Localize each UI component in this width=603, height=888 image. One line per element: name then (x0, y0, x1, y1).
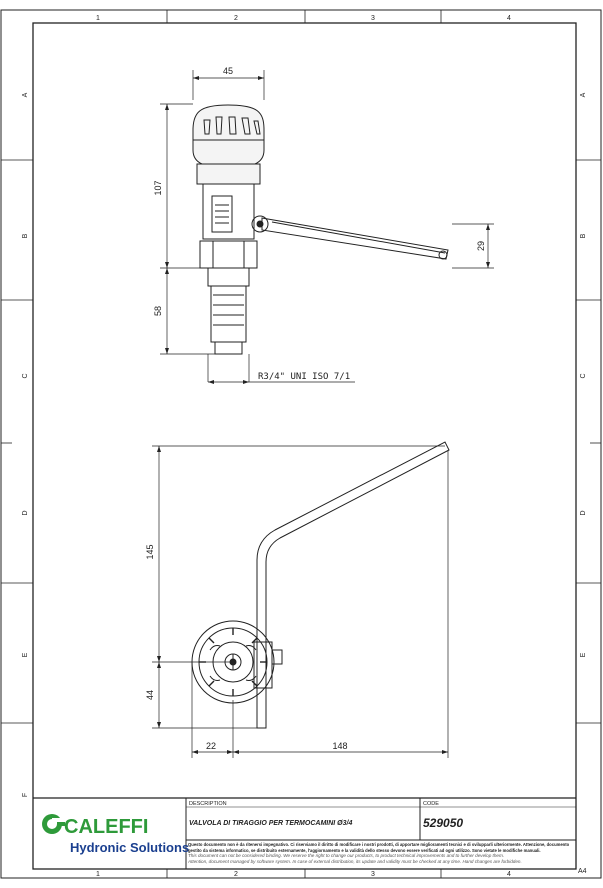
zone-number-top-1: 1 (96, 15, 100, 22)
zone-ticks (1, 10, 601, 878)
zone-number-top-2: 2 (234, 15, 238, 22)
legal-note-italian: Questo documento non è da ritenersi impe… (188, 842, 570, 853)
sheet-size-label: A4 (578, 868, 587, 875)
zone-letter-left-b: B (22, 233, 29, 238)
dim-front-small-height-label: 44 (145, 690, 155, 700)
title-block-frame (33, 797, 577, 869)
inner-frame (32, 22, 577, 870)
thread-collar (207, 267, 250, 287)
legal-note-english-2: Attention, document managed by software … (188, 858, 522, 864)
threaded-stem (210, 285, 247, 343)
legal-note-english-1: This document can not be considered bind… (188, 853, 505, 859)
knob-slot (253, 120, 261, 135)
top-dimension-arrows (165, 76, 490, 384)
valve-front-view (191, 441, 450, 729)
knob-slot (228, 116, 237, 135)
code-value: 529050 (423, 816, 463, 830)
bent-handle-rod (256, 441, 450, 729)
valve-body (202, 183, 255, 240)
bottom-dimension-lines (152, 445, 449, 758)
knob-slot (203, 119, 211, 135)
hex-nut (199, 240, 258, 269)
knob-cap (192, 104, 265, 165)
dim-front-height-label: 145 (145, 544, 155, 559)
zone-letter-right-e: E (580, 652, 587, 657)
knob-base (196, 163, 261, 185)
thread-spec-label: R3/4" UNI ISO 7/1 (258, 372, 350, 382)
zone-letter-right-b: B (580, 233, 587, 238)
outer-frame (0, 9, 602, 879)
brand-tagline: Hydronic Solutions (70, 840, 189, 855)
dim-front-right-width-label: 148 (332, 741, 347, 751)
handle-tip (438, 250, 448, 260)
zone-number-bottom-3: 3 (371, 871, 375, 878)
zone-letter-left-a: A (22, 92, 29, 97)
zone-number-top-4: 4 (507, 15, 511, 22)
code-label: CODE (423, 801, 439, 807)
stem-tip (214, 341, 243, 355)
zone-number-bottom-4: 4 (507, 871, 511, 878)
zone-letter-left-f: F (22, 793, 29, 797)
valve-side-view (192, 104, 449, 355)
dim-width-label: 45 (223, 66, 233, 76)
knob-slot (215, 116, 223, 135)
zone-letter-right-d: D (580, 510, 587, 515)
pivot-cap (271, 649, 283, 665)
caleffi-logo (42, 814, 65, 834)
legal-notes: Questo documento non è da ritenersi impe… (188, 842, 573, 868)
brand-name: CALEFFI (64, 816, 148, 838)
zone-number-bottom-2: 2 (234, 871, 238, 878)
zone-letter-left-d: D (22, 510, 29, 515)
dim-handle-offset-label: 29 (476, 241, 486, 251)
top-dimension-lines (160, 70, 494, 383)
description-label: DESCRIPTION (189, 801, 227, 807)
handle-lever (261, 217, 449, 260)
dim-front-left-width-label: 22 (206, 741, 216, 751)
zone-letter-right-a: A (580, 92, 587, 97)
handle-pivot (251, 215, 269, 233)
knob-slot (241, 117, 251, 135)
zone-letter-left-e: E (22, 652, 29, 657)
zone-number-bottom-1: 1 (96, 871, 100, 878)
zone-number-top-3: 3 (371, 15, 375, 22)
zone-letter-right-c: C (580, 373, 587, 378)
dim-upper-height-label: 107 (153, 180, 163, 195)
zone-letter-left-c: C (22, 373, 29, 378)
pivot-block (253, 641, 273, 689)
dim-lower-height-label: 58 (153, 306, 163, 316)
description-value: VALVOLA DI TIRAGGIO PER TERMOCAMINI Ø3/4 (189, 820, 352, 827)
body-label-plate (211, 195, 233, 233)
bottom-dimension-arrows (157, 446, 448, 754)
